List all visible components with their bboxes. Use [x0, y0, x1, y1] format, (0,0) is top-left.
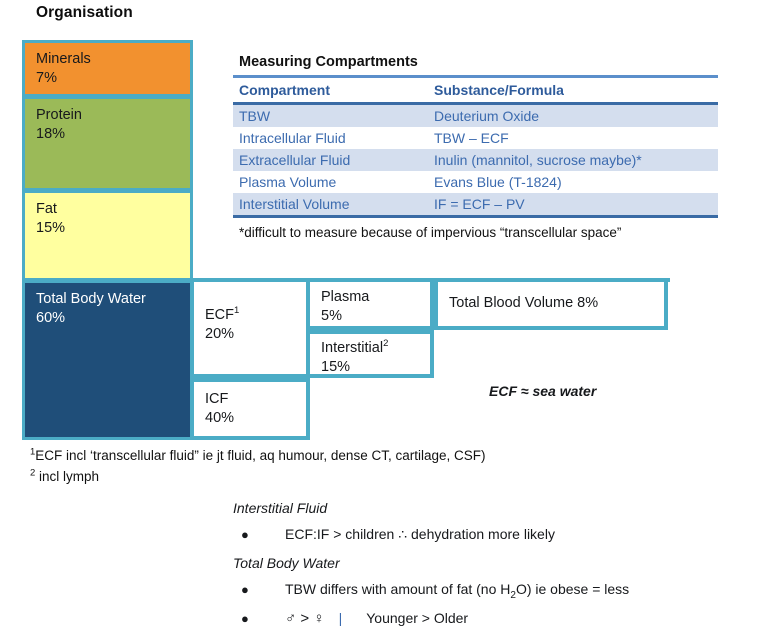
subcompartment-value-plasma: 5% — [321, 308, 342, 324]
footnote-text-1: ECF incl ‘transcellular fluid” ie jt flu… — [35, 448, 486, 463]
composition-label-protein: Protein — [36, 107, 82, 123]
footnote-marker-interstitial: 2 — [383, 338, 389, 350]
bullet-text-after-subscript: O) ie obese = less — [515, 581, 630, 597]
composition-block-protein: Protein 18% — [22, 96, 193, 191]
measuring-table-footnote: *difficult to measure because of impervi… — [239, 225, 622, 240]
composition-block-total-body-water: Total Body Water 60% — [22, 280, 193, 440]
bullet-text-before-subscript: TBW differs with amount of fat (no H — [285, 581, 511, 597]
cell-substance: TBW – ECF — [434, 130, 509, 146]
note-group-interstitial-fluid: Interstitial Fluid ● ECF:IF > children ∴… — [233, 500, 753, 544]
footnote-marker-ecf: 1 — [234, 305, 240, 317]
age-comparison: Younger > Older — [366, 610, 469, 626]
subcompartment-box-interstitial: Interstitial2 15% — [306, 330, 434, 378]
composition-label-fat: Fat — [36, 201, 57, 217]
page-title: Organisation — [36, 4, 133, 21]
bullet-icon: ● — [241, 611, 249, 626]
cell-compartment: Interstitial Volume — [239, 196, 350, 212]
bottom-notes: Interstitial Fluid ● ECF:IF > children ∴… — [233, 500, 753, 628]
subcompartment-text-ecf: ECF — [205, 307, 234, 323]
bullet-icon: ● — [241, 582, 249, 597]
composition-block-minerals: Minerals 7% — [22, 40, 193, 97]
list-item: ● ♂ > ♀ | Younger > Older — [233, 609, 753, 628]
subcompartment-box-icf: ICF 40% — [190, 378, 310, 440]
footnote-mark-2: 2 — [30, 467, 36, 479]
bullet-text: ♂ > ♀ | Younger > Older — [285, 609, 753, 628]
subcompartment-label-plasma: Plasma — [321, 289, 370, 305]
list-item: ● ECF:IF > children ∴ dehydration more l… — [233, 525, 753, 544]
footnote-mark-1: 1 — [30, 446, 36, 458]
note-heading-total-body-water: Total Body Water — [233, 555, 340, 571]
bullet-text: TBW differs with amount of fat (no H2O) … — [285, 580, 753, 601]
table-header-row: Compartment Substance/Formula — [233, 76, 718, 104]
composition-value-fat: 15% — [36, 220, 66, 236]
composition-block-fat: Fat 15% — [22, 190, 193, 281]
cell-substance: Evans Blue (T-1824) — [434, 174, 562, 190]
note-group-total-body-water: Total Body Water ● TBW differs with amou… — [233, 555, 753, 628]
bullet-icon: ● — [241, 527, 249, 542]
table-row: Intracellular Fluid TBW – ECF — [233, 127, 718, 149]
footnote-line-1: 1ECF incl ‘transcellular fluid” ie jt fl… — [30, 445, 730, 466]
cell-compartment: Intracellular Fluid — [239, 130, 346, 146]
cell-compartment: TBW — [239, 108, 271, 124]
subscript-two: 2 — [510, 589, 516, 601]
composition-value-total-body-water: 60% — [36, 310, 66, 326]
table-row: TBW Deuterium Oxide — [233, 103, 718, 127]
gender-comparison: ♂ > ♀ — [285, 610, 325, 627]
column-header-compartment: Compartment — [239, 82, 331, 98]
footnote-line-2: 2 incl lymph — [30, 466, 730, 487]
vertical-divider: | — [338, 610, 343, 626]
table-row: Plasma Volume Evans Blue (T-1824) — [233, 171, 718, 193]
subcompartment-box-ecf: ECF1 20% — [190, 278, 310, 378]
table-row: Interstitial Volume IF = ECF – PV — [233, 193, 718, 217]
subcompartment-box-total-blood-volume: Total Blood Volume 8% — [434, 278, 668, 330]
subcompartment-label-total-blood-volume: Total Blood Volume 8% — [449, 295, 599, 311]
note-heading-interstitial-fluid: Interstitial Fluid — [233, 500, 328, 516]
ecf-sea-water-note: ECF ≈ sea water — [489, 383, 597, 399]
cell-compartment: Extracellular Fluid — [239, 152, 351, 168]
composition-label-minerals: Minerals — [36, 51, 91, 67]
measuring-compartments-panel: Measuring Compartments Compartment Subst… — [233, 54, 718, 241]
cell-substance: Deuterium Oxide — [434, 108, 540, 124]
subcompartment-text-interstitial: Interstitial — [321, 340, 384, 356]
subcompartment-value-interstitial: 15% — [321, 359, 351, 375]
diagram-footnotes: 1ECF incl ‘transcellular fluid” ie jt fl… — [30, 445, 730, 487]
subcompartment-label-icf: ICF — [205, 391, 229, 407]
composition-value-protein: 18% — [36, 126, 66, 142]
list-item: ● TBW differs with amount of fat (no H2O… — [233, 580, 753, 601]
cell-substance: Inulin (mannitol, sucrose maybe)* — [434, 152, 642, 168]
column-header-substance: Substance/Formula — [434, 82, 564, 98]
body-composition-stack: Minerals 7% Protein 18% Fat 15% Total Bo… — [22, 40, 193, 440]
subcompartment-label-ecf: ECF1 — [205, 306, 306, 325]
subcompartment-value-icf: 40% — [205, 410, 235, 426]
bullet-text: ECF:IF > children ∴ dehydration more lik… — [285, 526, 555, 542]
subcompartment-value-ecf: 20% — [205, 326, 235, 342]
measuring-compartments-table: Compartment Substance/Formula TBW Deuter… — [233, 75, 718, 218]
composition-value-minerals: 7% — [36, 70, 57, 86]
table-row: Extracellular Fluid Inulin (mannitol, su… — [233, 149, 718, 171]
cell-substance: IF = ECF – PV — [434, 196, 525, 212]
footnote-text-2: incl lymph — [35, 469, 100, 484]
subcompartment-box-plasma: Plasma 5% — [306, 278, 434, 330]
subcompartment-label-interstitial: Interstitial2 — [321, 339, 430, 358]
cell-compartment: Plasma Volume — [239, 174, 337, 190]
measuring-compartments-heading: Measuring Compartments — [239, 54, 418, 70]
composition-label-total-body-water: Total Body Water — [36, 291, 146, 307]
